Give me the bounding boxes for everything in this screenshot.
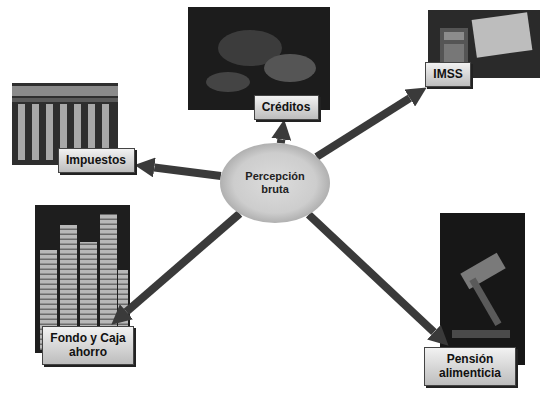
gavel-handle [469, 277, 501, 326]
gavel-photo [440, 213, 525, 365]
node-label: IMSS [433, 67, 462, 81]
credits-photo-detail [206, 72, 250, 92]
label-box: Créditos [254, 95, 319, 120]
flow-arrow [317, 98, 410, 157]
building-column [18, 104, 25, 160]
building-cornice [12, 98, 118, 102]
flow-arrow [154, 167, 220, 176]
center-ellipse: Percepción bruta [220, 143, 330, 223]
calculator-screen [444, 32, 464, 40]
credits-photo-detail [264, 54, 316, 82]
paper-sheet [472, 12, 533, 57]
node-label: Pensión alimenticia [432, 352, 508, 381]
building-column [32, 104, 39, 160]
node-label: Fondo y Caja ahorro [50, 331, 126, 360]
gavel-head [460, 253, 505, 290]
label-box: Fondo y Caja ahorro [42, 326, 134, 365]
label-box: Pensión alimenticia [424, 347, 516, 386]
node-label: Créditos [262, 100, 311, 114]
building-column [46, 104, 53, 160]
flow-arrow [277, 139, 286, 143]
gavel-block [452, 330, 510, 338]
flow-arrow [309, 215, 434, 333]
building-cornice [12, 86, 118, 96]
label-box: Impuestos [58, 148, 135, 173]
label-box: IMSS [425, 62, 471, 87]
node-label: Impuestos [66, 153, 126, 167]
ellipse-fill [220, 143, 330, 223]
node-label: Percepción bruta [236, 170, 314, 196]
flow-arrow [126, 214, 239, 312]
